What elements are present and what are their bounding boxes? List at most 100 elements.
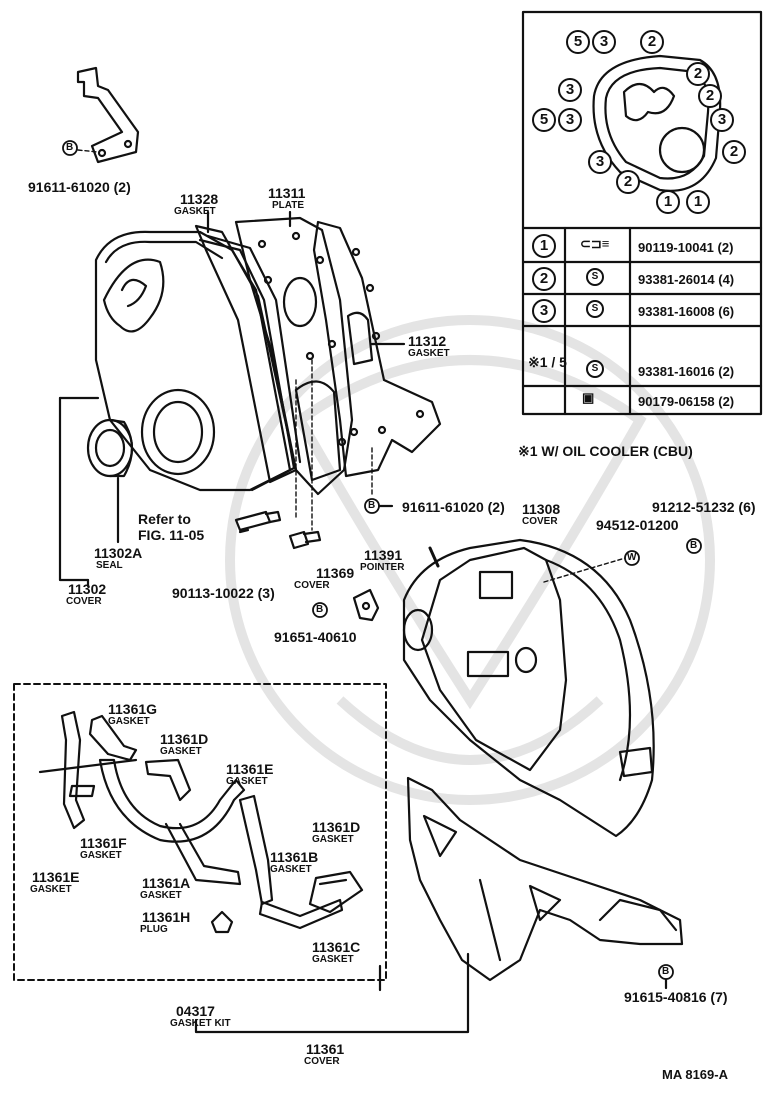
part-11361-number: 11361 (306, 1041, 345, 1057)
part-11308-name: COVER (522, 516, 558, 527)
gasket-11361d-upper (144, 758, 192, 802)
part-11312-name: GASKET (408, 348, 450, 359)
part-11312-number: 11312 (408, 333, 447, 349)
inset-callout: 3 (558, 78, 582, 102)
part-11361g-number: 11361G (108, 701, 158, 717)
part-11361d-b-number: 11361D (312, 819, 361, 835)
part-91651: 91651-40610 (274, 629, 357, 645)
part-11361a-number: 11361A (142, 875, 191, 891)
stud-icon: ▣ (582, 390, 595, 405)
bolt-90113 (288, 530, 322, 550)
inset-callout: 2 (722, 140, 746, 164)
oil-cooler-footnote: ※1 W/ OIL COOLER (CBU) (518, 443, 693, 459)
plate-11311 (234, 216, 354, 496)
refer-line-1: Refer to (138, 511, 191, 527)
table-key-3: 3 (532, 299, 556, 323)
bolt-icon: ⊂⊐≡ (580, 236, 610, 251)
bolt-marker-4: B (690, 540, 698, 551)
part-11361e-a-number: 11361E (226, 761, 274, 777)
part-11361e-b-name: GASKET (30, 884, 72, 895)
part-11308-number: 11308 (522, 501, 561, 517)
part-11361e-b-number: 11361E (32, 869, 80, 885)
inset-callout: 5 (532, 108, 556, 132)
part-11361a-name: GASKET (140, 890, 182, 901)
part-11361e-a-name: GASKET (226, 776, 268, 787)
part-04317-number: 04317 (176, 1003, 215, 1019)
bolt-marker-3: B (316, 604, 324, 615)
part-11328-number: 11328 (180, 191, 219, 207)
gasket-11361b (258, 898, 344, 930)
cover-11361 (406, 776, 684, 982)
gasket-11361a (98, 758, 246, 886)
bolt-marker-1: B (66, 142, 74, 153)
cover-11369 (352, 588, 380, 622)
part-11369-number: 11369 (316, 565, 355, 581)
bolt-marker-5: B (662, 966, 670, 977)
inset-callout: 1 (686, 190, 710, 214)
inset-callout: 1 (656, 190, 680, 214)
table-part: 93381-16016 (2) (638, 364, 735, 379)
part-11302-number: 11302 (68, 581, 107, 597)
part-11369-name: COVER (294, 580, 330, 591)
gasket-11361e-left (88, 714, 138, 762)
table-part: 90119-10041 (2) (638, 240, 734, 255)
part-90113: 90113-10022 (3) (172, 585, 275, 601)
part-11361d-a-name: GASKET (160, 746, 202, 757)
part-94512: 94512-01200 (596, 517, 679, 533)
part-11361f-name: GASKET (80, 850, 122, 861)
seal-11302a (86, 418, 134, 478)
table-key-4: ※1 / 5 (528, 354, 567, 370)
part-11391-number: 11391 (364, 547, 403, 563)
stud-bolt (234, 510, 282, 532)
part-11361h-name: PLUG (140, 924, 168, 935)
part-11361-name: COVER (304, 1056, 340, 1067)
part-11361b-number: 11361B (270, 849, 319, 865)
part-04317-name: GASKET KIT (170, 1018, 231, 1029)
gasket-11361d-lower (308, 870, 364, 914)
table-part: 93381-26014 (4) (638, 272, 735, 287)
table-symbol: S (586, 268, 604, 286)
cover-11308 (402, 538, 655, 838)
part-markers (62, 140, 702, 980)
part-11361h-number: 11361H (142, 909, 191, 925)
gasket-11328 (194, 224, 298, 484)
part-91615: 91615-40816 (7) (624, 989, 728, 1005)
watermark-emblem (225, 315, 715, 805)
part-91611-bracket: 91611-61020 (2) (28, 179, 131, 195)
table-symbol: S (586, 300, 604, 318)
part-11361b-name: GASKET (270, 864, 312, 875)
table-symbol: S (586, 360, 604, 378)
part-11361d-b-name: GASKET (312, 834, 354, 845)
plug-11361h (210, 910, 234, 934)
table-part: 90179-06158 (2) (638, 394, 735, 409)
part-11302a-name: SEAL (96, 560, 123, 571)
inset-callout: 5 (566, 30, 590, 54)
part-91611-plate: 91611-61020 (2) (402, 499, 505, 515)
inset-callout: 2 (698, 84, 722, 108)
figure-id: MA 8169-A (662, 1067, 728, 1082)
part-11361f-number: 11361F (80, 835, 127, 851)
part-91212: 91212-51232 (6) (652, 499, 756, 515)
part-11361c-name: GASKET (312, 954, 354, 965)
part-11302a-number: 11302A (94, 545, 143, 561)
inset-callout: 2 (616, 170, 640, 194)
washer-marker: W (627, 552, 637, 563)
front-cover-11302 (94, 230, 302, 492)
table-part: 93381-16008 (6) (638, 304, 735, 319)
gasket-11361e-right (238, 794, 274, 906)
gasket-kit-box (13, 683, 387, 981)
inset-callout: 3 (592, 30, 616, 54)
inset-callout: 3 (558, 108, 582, 132)
table-key-2: 2 (532, 267, 556, 291)
inset-box (521, 10, 763, 416)
part-11302-name: COVER (66, 596, 102, 607)
gasket-11312 (312, 220, 442, 478)
gasket-11361g (38, 710, 138, 830)
inset-callout: 3 (710, 108, 734, 132)
part-11361g-name: GASKET (108, 716, 150, 727)
inset-callout: 3 (588, 150, 612, 174)
bolt-marker-2: B (368, 500, 376, 511)
part-11311-number: 11311 (268, 185, 306, 201)
